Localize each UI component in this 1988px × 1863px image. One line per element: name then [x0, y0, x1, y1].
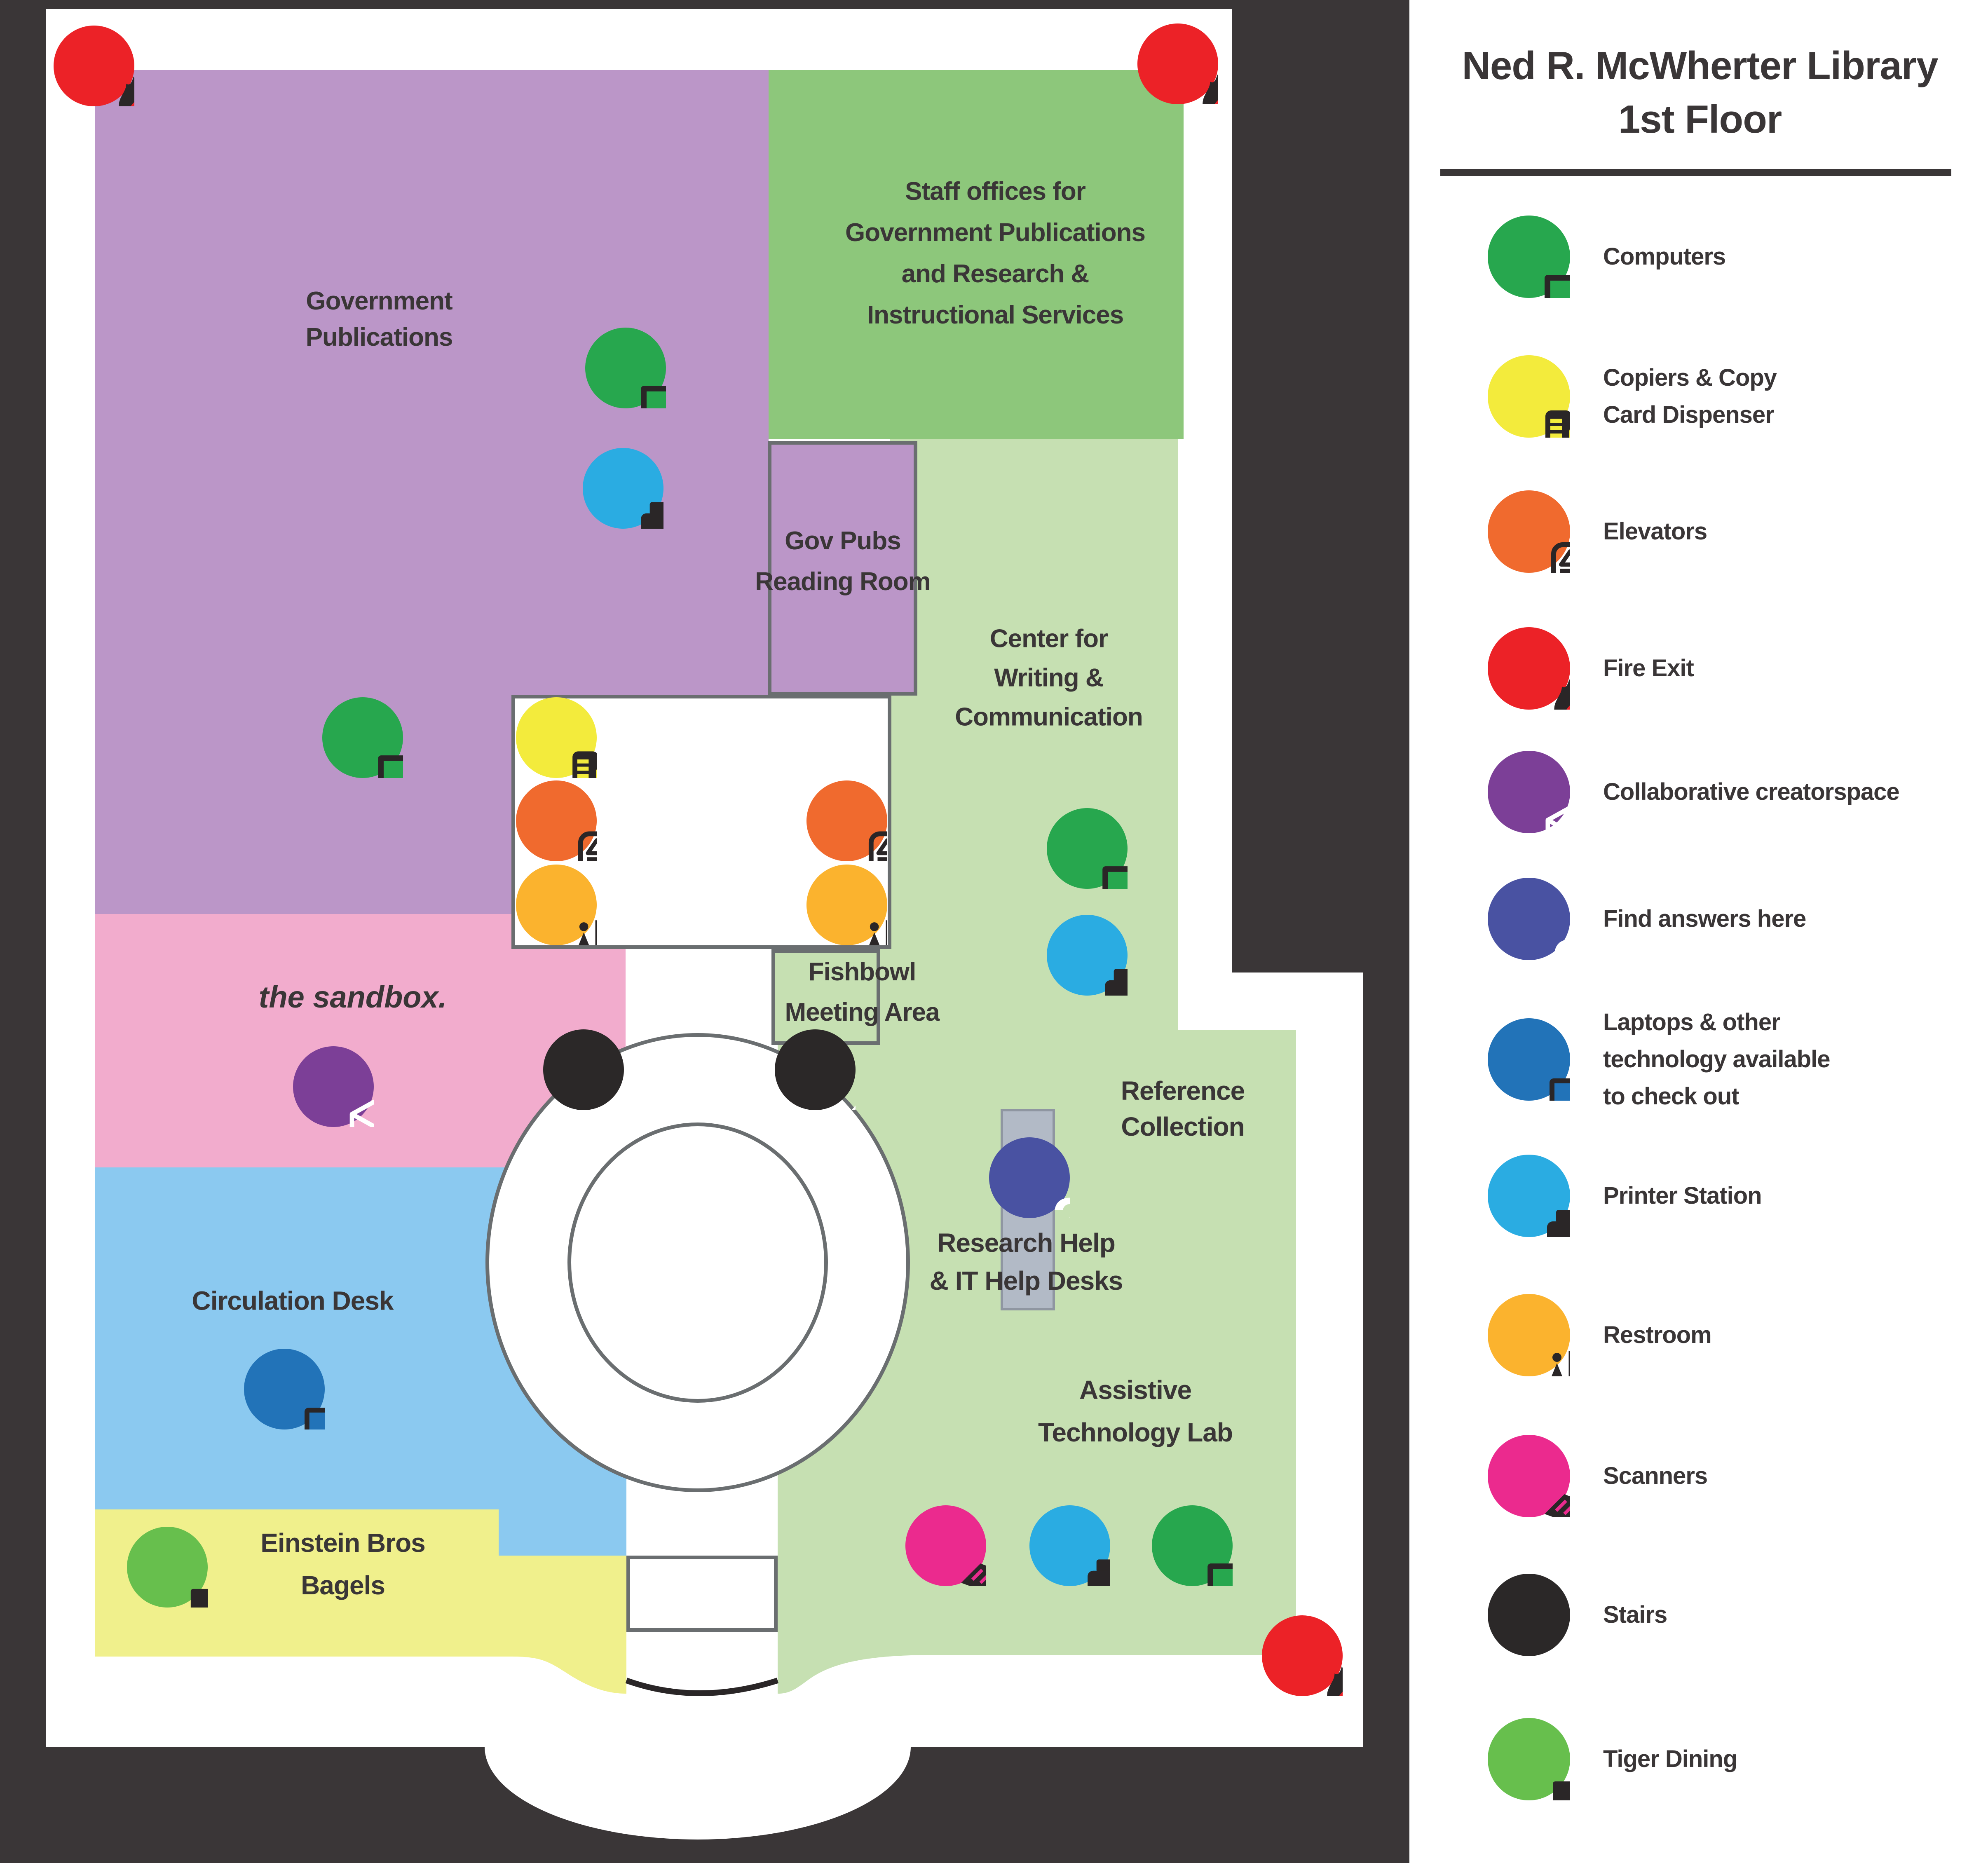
legend-item-label: Elevators: [1603, 518, 1707, 545]
printer-icon: [1029, 1505, 1110, 1586]
computer-icon: [1488, 216, 1570, 298]
restroom-icon: [516, 865, 597, 945]
copier-icon: [516, 697, 597, 778]
cube-icon: [293, 1046, 374, 1127]
legend-item-scanner: Scanners: [1488, 1435, 1708, 1517]
printer-icon: [583, 448, 663, 529]
legend-item-computer: Computers: [1488, 216, 1726, 298]
legend-item-fire: Fire Exit: [1488, 627, 1694, 710]
legend-item-label: Stairs: [1603, 1601, 1667, 1628]
question-icon: [1488, 878, 1570, 960]
elevator-icon: [1488, 490, 1570, 573]
tiger-icon: [1488, 1718, 1570, 1800]
legend-item-label: Restroom: [1603, 1322, 1712, 1348]
region-staff-offices: [769, 70, 1184, 439]
cube-icon: [1488, 751, 1570, 833]
frame-left: [0, 0, 46, 1863]
computer-icon: [1152, 1505, 1233, 1586]
legend-item-label: Scanners: [1603, 1462, 1708, 1489]
rotunda-inner-circle: [567, 1122, 828, 1403]
scanner-icon: [905, 1505, 986, 1586]
laptop-icon: [244, 1349, 325, 1429]
fire-icon: [1262, 1615, 1343, 1696]
stairs-icon: [1488, 1574, 1570, 1656]
legend-item-printer: Printer Station: [1488, 1155, 1762, 1237]
region-einstein: [95, 1509, 626, 1694]
region-circulation-notch: [499, 1509, 626, 1556]
fire-icon: [1137, 23, 1218, 104]
entrance-vestibule-box: [626, 1556, 778, 1632]
restroom-icon: [1488, 1294, 1570, 1376]
legend-item-cube: Collaborative creatorspace: [1488, 751, 1900, 833]
fire-icon: [54, 26, 134, 106]
tiger-icon: [127, 1527, 208, 1608]
copier-icon: [1488, 355, 1570, 438]
legend-item-stairs: Stairs: [1488, 1574, 1667, 1656]
legend-item-question: Find answers here: [1488, 878, 1806, 960]
legend-item-label: Tiger Dining: [1603, 1746, 1737, 1772]
frame-right-lower: [1363, 973, 1409, 1863]
legend-item-label: Printer Station: [1603, 1182, 1762, 1209]
computer-icon: [585, 328, 666, 408]
laptop-icon: [1488, 1018, 1570, 1101]
computer-icon: [1047, 808, 1128, 889]
gov-pubs-reading-room-box: [768, 441, 917, 696]
region-center-writing-communication: [890, 439, 1178, 1030]
label-sandbox: the sandbox.: [258, 980, 447, 1014]
computer-icon: [322, 697, 403, 778]
elevator-icon: [806, 780, 887, 861]
legend-item-elevator: Elevators: [1488, 490, 1707, 573]
printer-icon: [1488, 1155, 1570, 1237]
stairs-icon: [543, 1029, 624, 1110]
legend-item-tiger: Tiger Dining: [1488, 1718, 1737, 1800]
question-icon: [989, 1137, 1070, 1218]
stairs-icon: [775, 1029, 856, 1110]
frame-right-upper: [1232, 0, 1409, 973]
legend-item-label: Fire Exit: [1603, 655, 1694, 682]
fire-icon: [1488, 627, 1570, 710]
label-research-help: Research Help& IT Help Desks: [929, 1228, 1123, 1296]
label-circulation-desk: Circulation Desk: [192, 1286, 394, 1316]
restroom-icon: [806, 865, 887, 945]
elevator-icon: [516, 780, 597, 861]
frame-top: [0, 0, 1409, 9]
printer-icon: [1047, 915, 1128, 996]
legend-item-label: Find answers here: [1603, 905, 1806, 932]
legend-divider: [1440, 169, 1951, 176]
scanner-icon: [1488, 1435, 1570, 1517]
legend-item-restroom: Restroom: [1488, 1294, 1712, 1376]
legend-item-label: Collaborative creatorspace: [1603, 778, 1900, 805]
legend-item-label: Computers: [1603, 243, 1726, 270]
fishbowl-meeting-box: [771, 949, 880, 1045]
